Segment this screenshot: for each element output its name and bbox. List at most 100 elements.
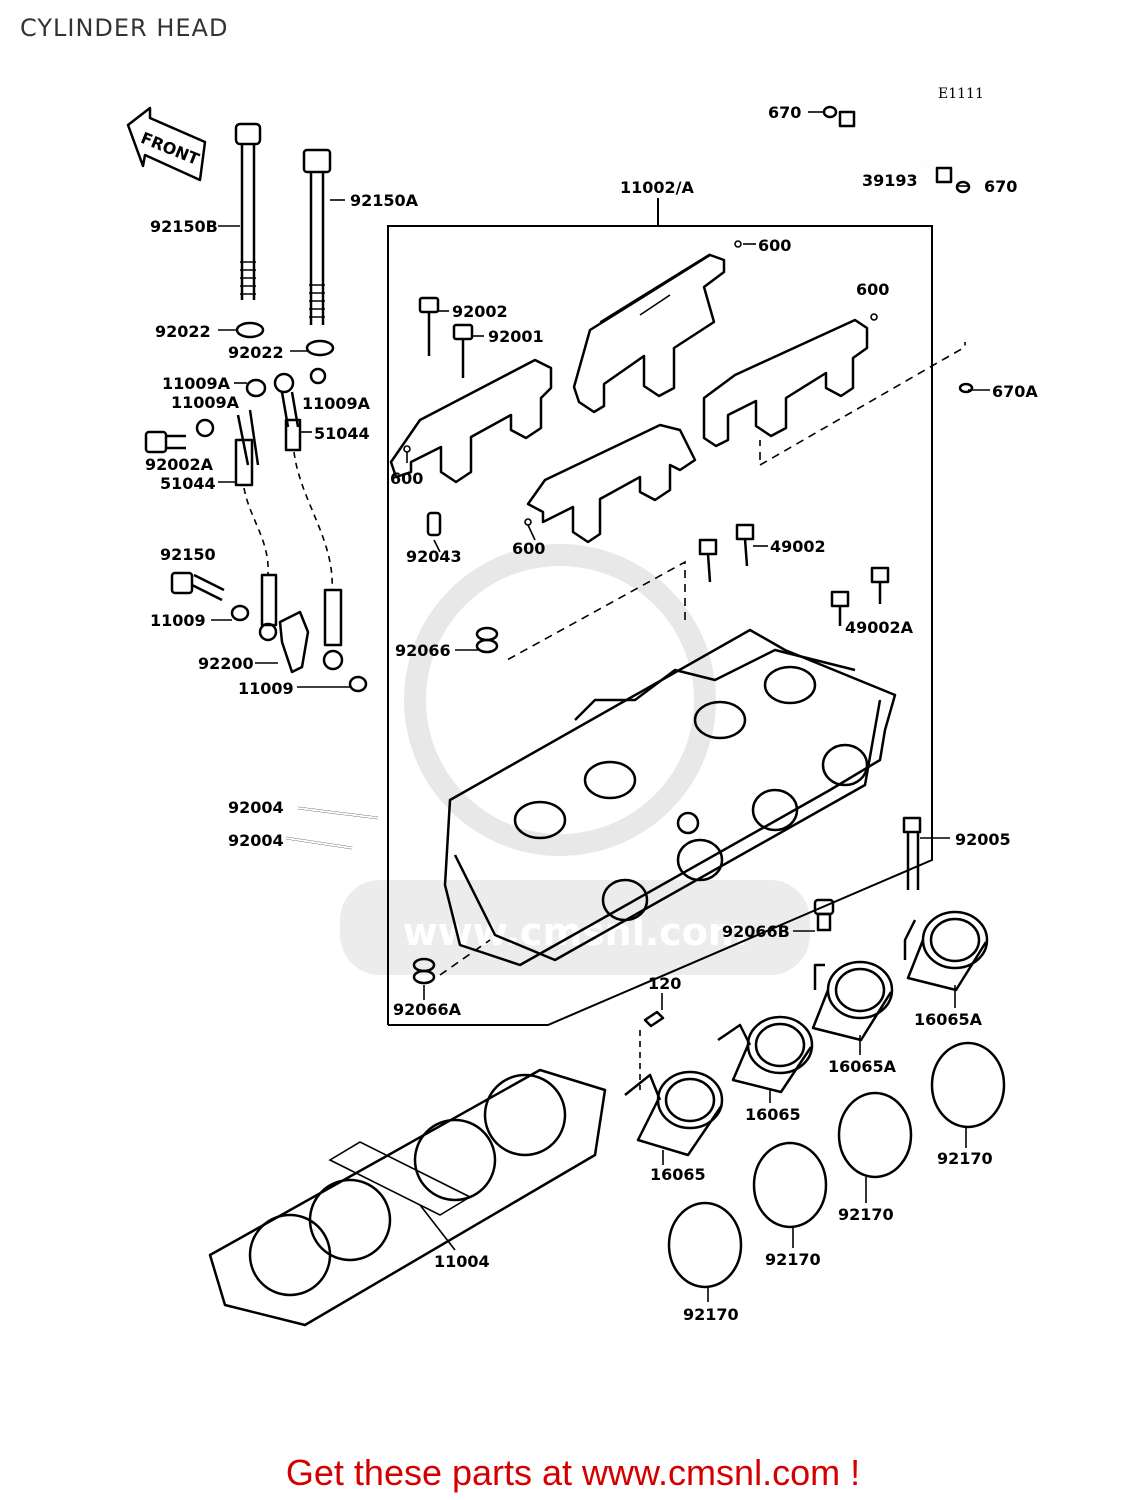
- label-92066: 92066: [395, 641, 451, 660]
- plug-49002A-b: [830, 590, 850, 626]
- diagram-title: CYLINDER HEAD: [20, 14, 229, 42]
- label-92004-a: 92004: [228, 798, 284, 817]
- label-11009-a: 11009: [150, 611, 206, 630]
- front-arrow-label: FRONT: [138, 128, 202, 169]
- label-51044-a: 51044: [314, 424, 370, 443]
- clamp-92170-c: [752, 1141, 828, 1229]
- label-600-a: 600: [758, 236, 791, 255]
- intake-holder-16065A-b: [903, 910, 989, 992]
- diagram-code: E1111: [938, 86, 984, 102]
- label-92150B: 92150B: [150, 217, 218, 236]
- label-51044-b: 51044: [160, 474, 216, 493]
- oring-600-a: [734, 240, 742, 248]
- banjo-bolt-92002A: [144, 430, 186, 454]
- banjo-bolt-92150: [170, 571, 225, 602]
- oil-hose-51044-left: [195, 378, 278, 642]
- label-92022-b: 92022: [228, 343, 284, 362]
- bolt-92001: [452, 323, 474, 378]
- oring-600-b: [870, 313, 878, 321]
- label-92150A: 92150A: [350, 191, 419, 210]
- camshaft-holder-rear-right: [702, 318, 869, 448]
- plug-49002A-a: [870, 566, 890, 604]
- label-92002: 92002: [452, 302, 508, 321]
- label-120: 120: [648, 974, 681, 993]
- plug-92066B: [813, 898, 835, 932]
- label-92170-a: 92170: [937, 1149, 993, 1168]
- oring-600-c: [403, 445, 411, 453]
- dashed-guide-1: [506, 560, 686, 661]
- footer-link-text[interactable]: Get these parts at www.cmsnl.com !: [285, 1452, 861, 1493]
- label-11002A: 11002/A: [620, 178, 695, 197]
- camshaft-holder-front-right: [526, 423, 697, 544]
- label-92150: 92150: [160, 545, 216, 564]
- label-92004-b: 92004: [228, 831, 284, 850]
- part-labels: 670 670 39193 11002/A 600 600 600 600 67…: [145, 103, 1038, 1324]
- label-16065-a: 16065: [745, 1105, 801, 1124]
- plug-49002-b: [735, 523, 755, 567]
- camshaft-holder-rear-left: [572, 253, 726, 414]
- head-gasket-11004: [208, 1068, 607, 1327]
- label-11009A-c: 11009A: [302, 394, 371, 413]
- oil-hose-51044-right: [273, 367, 344, 671]
- clamp-92170-a: [930, 1041, 1006, 1129]
- intake-holder-16065-b: [717, 1015, 814, 1094]
- label-92001: 92001: [488, 327, 544, 346]
- label-92005: 92005: [955, 830, 1011, 849]
- label-92043: 92043: [406, 547, 462, 566]
- clip-120: [639, 1010, 665, 1090]
- label-39193: 39193: [862, 171, 918, 190]
- label-600-b: 600: [856, 280, 889, 299]
- washer-92022-b: [305, 339, 335, 357]
- intake-holder-16065-a: [624, 1070, 724, 1157]
- label-92170-c: 92170: [765, 1250, 821, 1269]
- dowel-92043: [426, 511, 442, 537]
- plug-49002-a: [698, 538, 718, 583]
- label-92022-a: 92022: [155, 322, 211, 341]
- front-arrow: FRONT: [126, 106, 207, 182]
- stud-92005: [902, 816, 922, 890]
- label-92066B: 92066B: [722, 922, 790, 941]
- label-92066A: 92066A: [393, 1000, 462, 1019]
- label-49002: 49002: [770, 537, 826, 556]
- clamp-92170-b: [837, 1091, 913, 1179]
- label-92002A: 92002A: [145, 455, 214, 474]
- clamp-92170-d: [667, 1201, 743, 1289]
- washer-92022-a: [235, 321, 265, 339]
- label-16065-b: 16065: [650, 1165, 706, 1184]
- label-92200: 92200: [198, 654, 254, 673]
- cylinder-head-group-outline: [387, 198, 933, 1026]
- label-11009A-b: 11009A: [171, 393, 240, 412]
- holder-dashed-guide: [759, 342, 966, 466]
- stud-92004-b: [285, 836, 353, 850]
- label-16065A-a: 16065A: [914, 1010, 983, 1029]
- label-670A: 670A: [992, 382, 1038, 401]
- watermark-logo: www.cmsnl.com: [340, 544, 810, 975]
- label-11004: 11004: [434, 1252, 490, 1271]
- bolt-92002: [418, 296, 440, 356]
- plug-92066A: [412, 957, 436, 985]
- cylinder-head-diagram: www.cmsnl.com FRONT E1111: [126, 86, 1038, 1327]
- head-bolt-92150A: [302, 148, 332, 325]
- label-11009A-a: 11009A: [162, 374, 231, 393]
- stud-92004-a: [297, 806, 379, 820]
- cylinder-head-11002: [443, 628, 897, 967]
- leader-lines: [211, 111, 990, 1302]
- head-bolt-92150B: [234, 122, 262, 300]
- label-11009-b: 11009: [238, 679, 294, 698]
- gasket-11009-b: [348, 675, 368, 693]
- label-49002A: 49002A: [845, 618, 914, 637]
- label-92170-d: 92170: [683, 1305, 739, 1324]
- dashed-guide-2: [439, 939, 491, 976]
- label-92170-b: 92170: [838, 1205, 894, 1224]
- gasket-11009-a: [230, 604, 250, 622]
- washer-670A: [958, 382, 974, 394]
- bracket-92200: [278, 610, 310, 674]
- label-670-a: 670: [768, 103, 801, 122]
- oring-600-d: [524, 518, 532, 526]
- label-600-c: 600: [390, 469, 423, 488]
- label-670-b: 670: [984, 177, 1017, 196]
- intake-holder-16065A-a: [811, 960, 894, 1042]
- camshaft-holder-front-left: [389, 358, 553, 484]
- watermark-text: www.cmsnl.com: [403, 910, 748, 954]
- label-16065A-b: 16065A: [828, 1057, 897, 1076]
